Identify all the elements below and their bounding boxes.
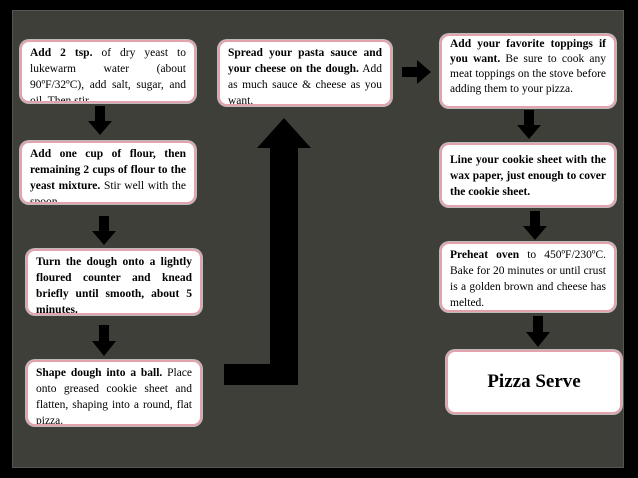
- step-4-box: Shape dough into a ball. Place onto grea…: [26, 360, 202, 426]
- arrow-down-1: [88, 106, 112, 135]
- step-3-box: Turn the dough onto a lightly floured co…: [26, 249, 202, 315]
- step-8-box: Preheat oven to 450ºF/230ºC. Bake for 20…: [440, 242, 616, 312]
- step-2-text: Stir well with the spoon.: [30, 180, 186, 204]
- step-1-text: of dry yeast to lukewarm water (about 90…: [30, 47, 186, 103]
- final-step-box: Pizza Serve: [446, 350, 622, 414]
- arrow-right: [402, 60, 431, 84]
- step-8-text: to 450ºF/230ºC. Bake for 20 minutes or u…: [450, 249, 606, 309]
- step-6-box: Add your favorite toppings if you want. …: [440, 34, 616, 108]
- step-1-box: Add 2 tsp. of dry yeast to lukewarm wate…: [20, 40, 196, 103]
- step-8-bold: Preheat oven: [450, 249, 520, 261]
- step-5-box: Spread your pasta sauce and your cheese …: [218, 40, 392, 106]
- arrow-down-3: [92, 325, 116, 356]
- step-5-bold: Spread your pasta sauce and your cheese …: [228, 47, 382, 75]
- step-1-bold: Add 2 tsp.: [30, 47, 93, 59]
- final-step-label: Pizza Serve: [487, 371, 581, 392]
- step-7-box: Line your cookie sheet with the wax pape…: [440, 143, 616, 207]
- arrow-down-6: [526, 316, 550, 347]
- arrow-up-connector: [224, 118, 311, 385]
- arrow-down-2: [92, 216, 116, 245]
- step-4-bold: Shape dough into a ball.: [36, 367, 163, 379]
- step-5-text: Add as much sauce & cheese as you want.: [228, 63, 383, 106]
- step-3-bold: Turn the dough onto a lightly floured co…: [36, 256, 192, 315]
- step-6-text: Be sure to cook any meat toppings on the…: [450, 53, 606, 95]
- step-7-bold: Line your cookie sheet with the wax pape…: [450, 154, 606, 198]
- step-2-box: Add one cup of flour, then remaining 2 c…: [20, 141, 196, 204]
- arrow-down-4: [517, 110, 541, 139]
- step-2-bold: Add one cup of flour, then remaining 2 c…: [30, 148, 186, 192]
- step-4-text: Place onto greased cookie sheet and flat…: [36, 367, 193, 426]
- step-6-bold: Add your favorite toppings if you want.: [450, 38, 606, 65]
- arrow-down-5: [523, 211, 547, 240]
